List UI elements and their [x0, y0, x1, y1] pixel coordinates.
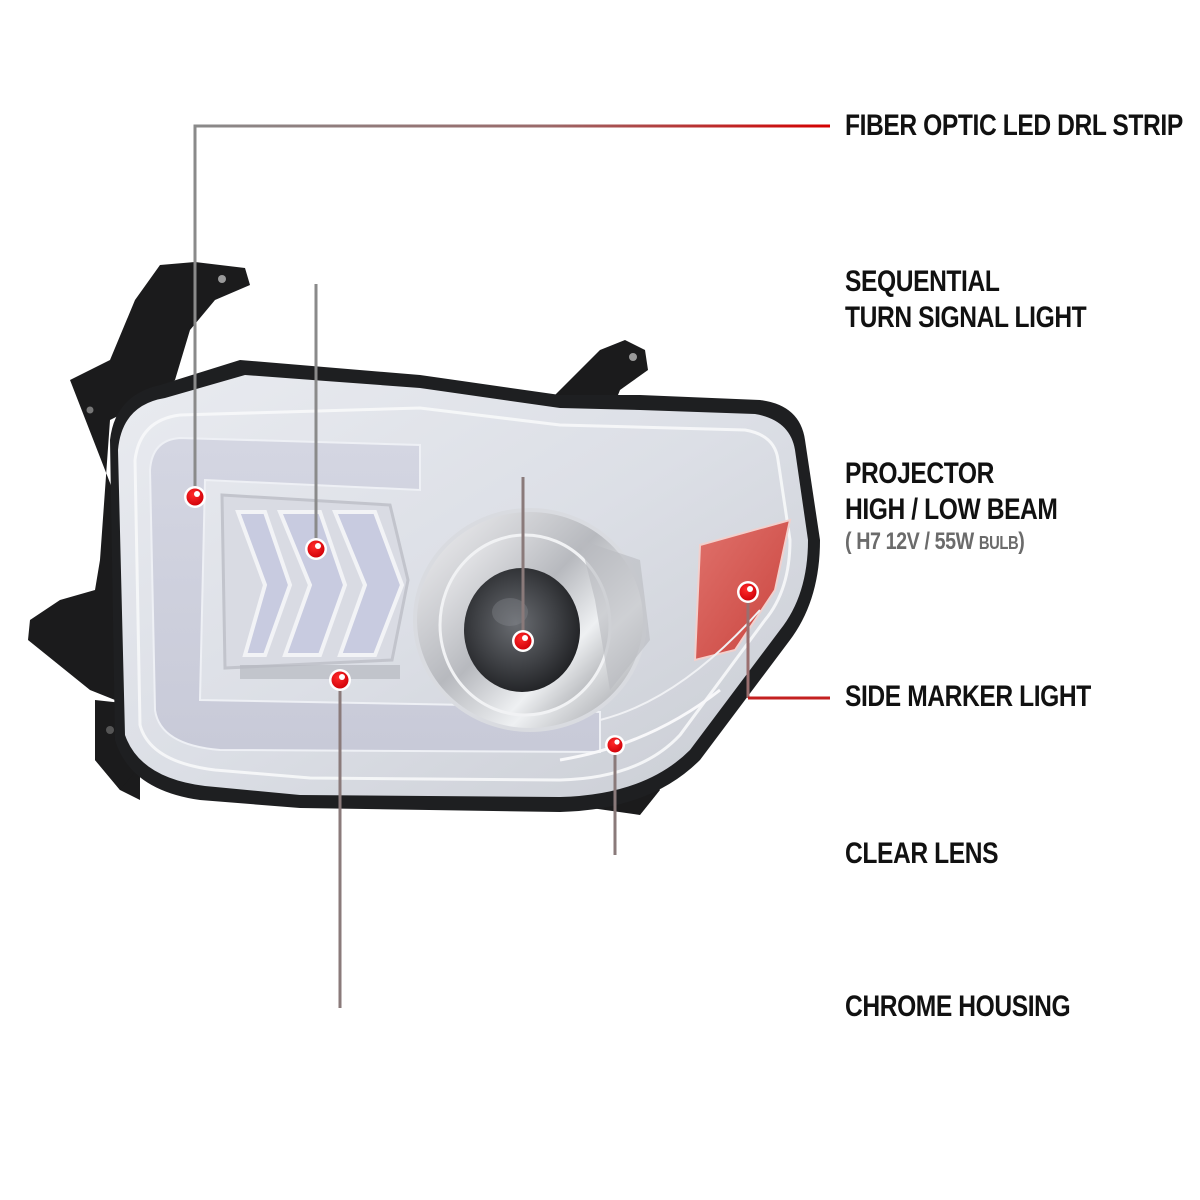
label-text: FIBER OPTIC LED DRL STRIP [845, 109, 1183, 142]
mounting-bracket-left [28, 262, 250, 800]
projector-lens [413, 508, 650, 732]
dot-drl [184, 486, 206, 508]
label-text-line1: SEQUENTIAL [845, 265, 1000, 298]
callout-label-drl: FIBER OPTIC LED DRL STRIP [845, 108, 1183, 144]
callout-label-side-marker: SIDE MARKER LIGHT [845, 679, 1091, 715]
dot-projector [512, 630, 534, 652]
label-text-line2: TURN SIGNAL LIGHT [845, 301, 1087, 334]
callout-label-chrome-housing: CHROME HOUSING [845, 989, 1071, 1025]
callout-label-projector: PROJECTOR HIGH / LOW BEAM ( H7 12V / 55W… [845, 456, 1058, 557]
bulb-spec: ( H7 12V / 55W BULB) [845, 528, 1025, 555]
dot-turn-signal [305, 538, 327, 560]
label-text: CHROME HOUSING [845, 990, 1071, 1023]
sequential-turn-signal [220, 493, 410, 679]
label-text-line2: HIGH / LOW BEAM [845, 493, 1058, 526]
callout-label-turn-signal: SEQUENTIAL TURN SIGNAL LIGHT [845, 264, 1087, 336]
label-text-line1: PROJECTOR [845, 457, 994, 490]
dot-clear-lens [605, 735, 625, 755]
dot-chrome-housing [329, 669, 351, 691]
label-text: SIDE MARKER LIGHT [845, 680, 1091, 713]
callout-label-clear-lens: CLEAR LENS [845, 836, 998, 872]
dot-side-marker [737, 581, 759, 603]
callout-lines [193, 124, 830, 1010]
label-text: CLEAR LENS [845, 837, 999, 870]
callout-dots [184, 486, 759, 755]
